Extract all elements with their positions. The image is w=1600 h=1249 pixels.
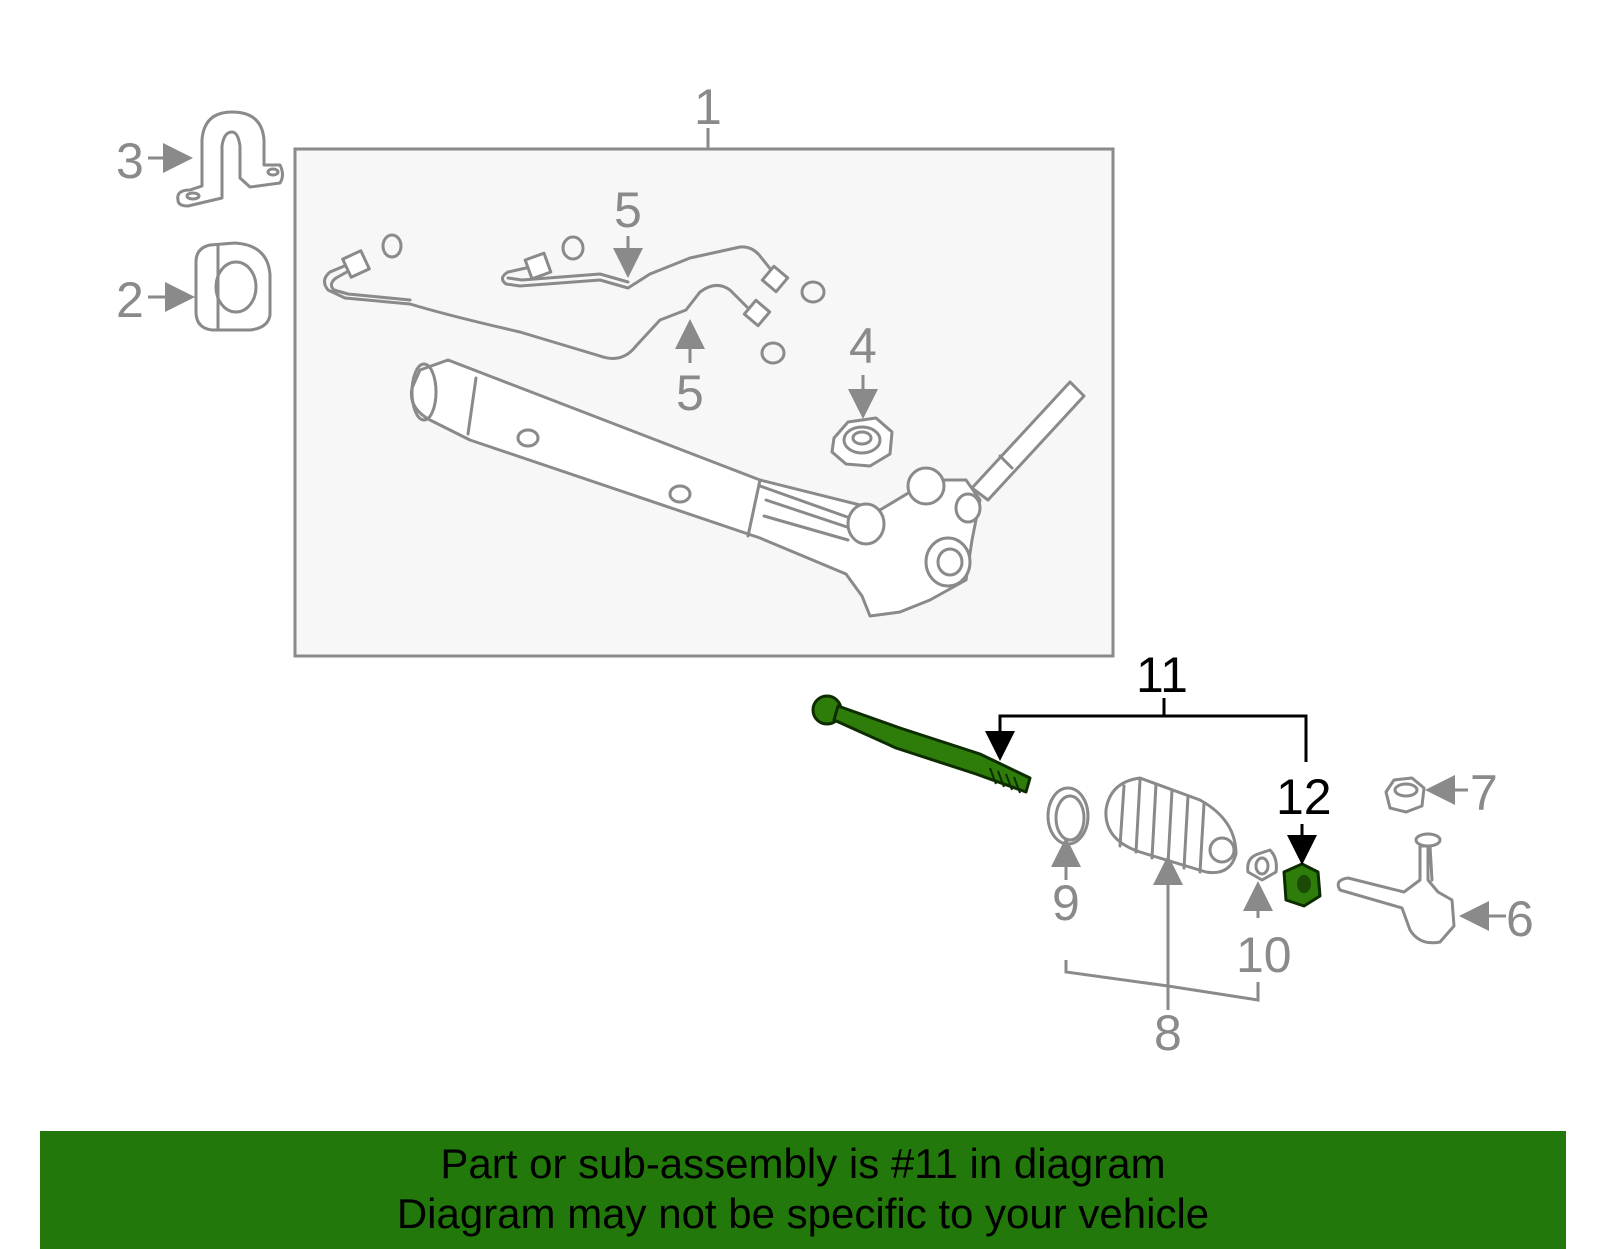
callout-9: 9 <box>1052 875 1080 931</box>
banner-line-2: Diagram may not be specific to your vehi… <box>396 1190 1210 1237</box>
callout-6: 6 <box>1506 891 1534 947</box>
jam-nut-part-12 <box>1282 862 1322 908</box>
callout-2: 2 <box>116 272 144 328</box>
callout-12: 12 <box>1276 769 1332 825</box>
info-banner: Part or sub-assembly is #11 in diagram D… <box>40 1131 1566 1249</box>
callout-3: 3 <box>116 133 144 189</box>
tie-rod-end-part-6 <box>1336 832 1456 945</box>
bushing-part-2 <box>194 241 272 332</box>
inner-tie-rod-part-11 <box>811 694 1032 794</box>
callout-10: 10 <box>1236 927 1292 983</box>
nut-part-7 <box>1384 776 1426 814</box>
callout-1: 1 <box>694 79 722 135</box>
callout-11: 11 <box>1136 647 1188 703</box>
rack-boot-part-8 <box>1104 776 1238 875</box>
rack-housing-part-1 <box>409 358 1086 618</box>
banner-line-1: Part or sub-assembly is #11 in diagram <box>440 1140 1166 1187</box>
callout-5-top: 5 <box>614 182 642 238</box>
callout-4: 4 <box>849 318 877 374</box>
nut-part-4 <box>830 416 894 468</box>
small-clamp-part-10 <box>1246 848 1278 882</box>
clamp-part-3 <box>176 110 284 208</box>
callout-5-bottom: 5 <box>676 365 704 421</box>
callout-8: 8 <box>1154 1005 1182 1061</box>
hydraulic-lines-part-5 <box>323 233 826 365</box>
boot-clamp-part-9 <box>1046 786 1090 846</box>
callout-7: 7 <box>1470 765 1498 821</box>
